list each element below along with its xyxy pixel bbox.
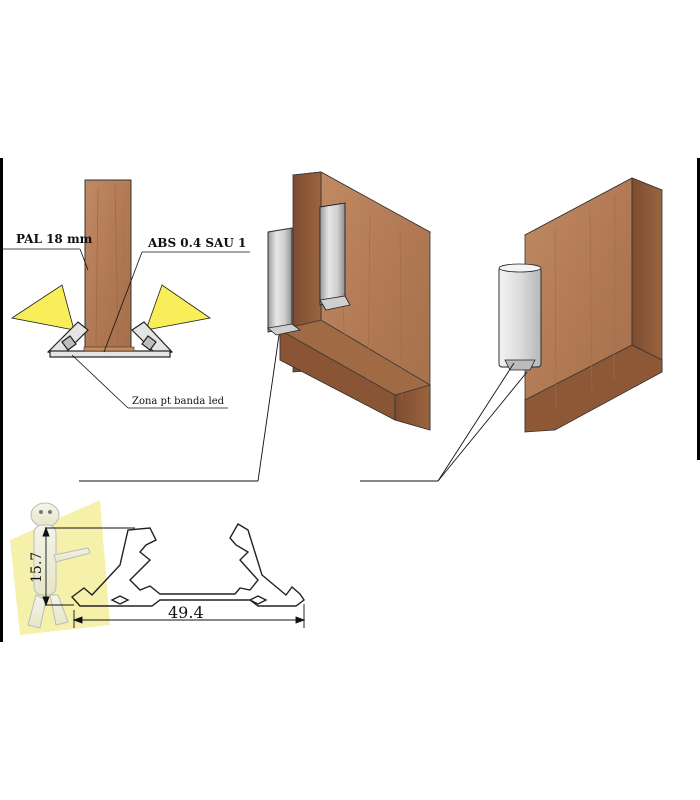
aluminium-profile-middle	[267, 202, 351, 336]
dimension-lines	[42, 526, 306, 628]
label-pal: PAL 18 mm	[16, 232, 93, 246]
label-zona: Zona pt banda led	[132, 396, 225, 407]
label-abs: ABS 0.4 SAU 1	[147, 236, 246, 250]
cross-section-detail: PAL 18 mm ABS 0.4 SAU 1 Zona pt banda le…	[0, 179, 250, 409]
dim-width: 49.4	[168, 603, 204, 622]
mascot-figure	[10, 500, 110, 635]
wood-block-right	[524, 177, 663, 433]
wood-block-middle	[279, 171, 432, 431]
led-light-beam-left	[10, 284, 75, 331]
profile-outline	[70, 523, 305, 607]
dim-height: 15.7	[29, 552, 45, 583]
right-edge-bar	[697, 158, 700, 460]
aluminium-profile-right	[498, 263, 542, 371]
led-strip-zone	[83, 346, 135, 352]
led-light-beam-right	[145, 284, 212, 331]
aluminium-profile-section	[46, 321, 174, 358]
left-edge-bar	[0, 158, 3, 642]
